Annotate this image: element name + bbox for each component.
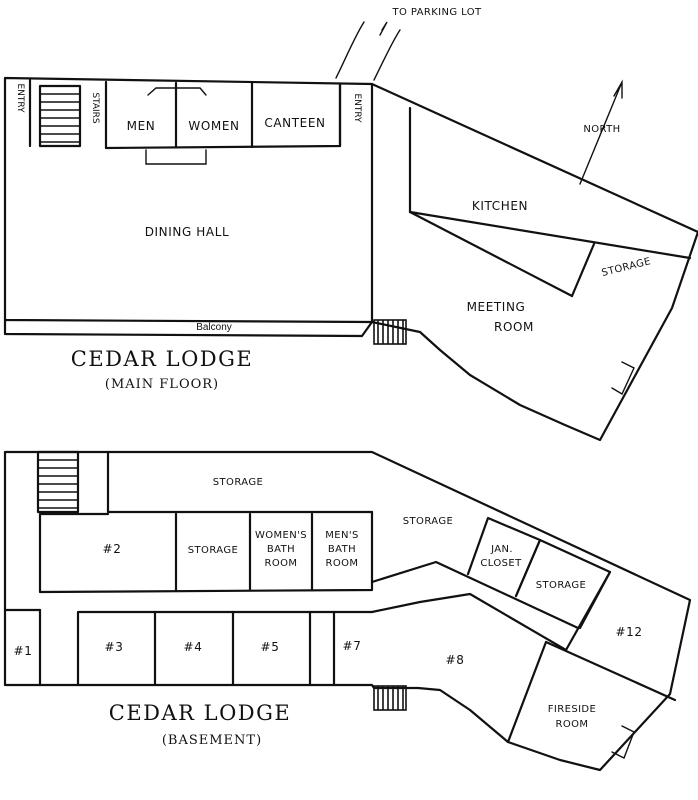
room-12-label: #12 — [615, 625, 642, 639]
storage-mid-label: STORAGE — [188, 545, 238, 556]
womens-bath-label-1: WOMEN'S — [255, 530, 307, 541]
room-3-label: #3 — [105, 640, 124, 654]
storage-label: STORAGE — [601, 256, 653, 279]
room-4-label: #4 — [184, 640, 203, 654]
storage-top-label: STORAGE — [213, 477, 263, 488]
main-steps-hatch — [377, 320, 404, 344]
basement-outline — [3, 450, 692, 772]
storage-small-label: STORAGE — [536, 580, 586, 591]
stairs-block — [38, 84, 82, 148]
fireside-room-label-1: FIRESIDE — [548, 704, 596, 715]
main-floor-subtitle: (MAIN FLOOR) — [105, 377, 219, 392]
restroom-vestibule — [145, 87, 207, 165]
main-steps — [373, 319, 407, 345]
basement-fireplace — [611, 725, 635, 759]
basement-steps-hatch — [377, 686, 404, 710]
mens-bath-label-3: ROOM — [326, 558, 359, 569]
storage-right-label: STORAGE — [403, 516, 453, 527]
basement-stairs — [36, 450, 80, 514]
womens-bath-label-3: ROOM — [265, 558, 298, 569]
stairs-treads — [39, 93, 81, 143]
main-fireplace — [611, 361, 635, 396]
meeting-room-label-2: ROOM — [494, 320, 534, 334]
basement-subtitle: (BASEMENT) — [162, 733, 262, 748]
room-1-label: #1 — [14, 644, 33, 658]
basement-plan — [3, 450, 692, 772]
balcony — [3, 318, 374, 338]
women-room-label: WOMEN — [188, 119, 239, 133]
stairs-label: STAIRS — [90, 92, 100, 124]
corridor-south-wall — [370, 592, 568, 652]
parking-arrow — [379, 21, 388, 36]
jan-closet-label-2: CLOSET — [480, 558, 522, 569]
womens-bath-label-2: BATH — [267, 544, 295, 555]
parking-label: TO PARKING LOT — [391, 7, 482, 18]
room12-wall — [564, 570, 612, 652]
basement-title: CEDAR LODGE — [109, 701, 292, 725]
jan-closet-wall — [466, 516, 542, 598]
room-2-label: #2 — [103, 542, 122, 556]
men-room-label: MEN — [127, 119, 156, 133]
corridor-north-wall — [370, 560, 580, 630]
east-wing-inner-wall — [408, 106, 692, 260]
basement-stairs-treads — [37, 459, 79, 509]
mens-bath-label-2: BATH — [328, 544, 356, 555]
fireside-room-label-2: ROOM — [556, 719, 589, 730]
basement-labels: STORAGE #2 STORAGE WOMEN'S BATH ROOM MEN… — [14, 477, 642, 748]
north-arrow-icon — [579, 79, 623, 185]
mens-bath-label-1: MEN'S — [325, 530, 359, 541]
room-7-label: #7 — [343, 639, 362, 653]
canteen-label: CANTEEN — [264, 116, 325, 130]
upper-row-wall — [38, 510, 374, 594]
main-floor-title: CEDAR LODGE — [71, 347, 254, 371]
dining-hall-label: DINING HALL — [145, 225, 230, 239]
main-floor-labels: ENTRY STAIRS MEN WOMEN CANTEEN ENTRY DIN… — [15, 7, 652, 392]
north-label: NORTH — [583, 124, 620, 135]
entry-left-label: ENTRY — [15, 83, 25, 113]
parking-path-right — [373, 29, 401, 81]
kitchen-meeting-wall — [408, 210, 574, 298]
storage-divider — [570, 242, 596, 298]
parking-path-left — [335, 21, 365, 79]
basement-steps — [373, 685, 407, 711]
lower-row-wall — [3, 608, 374, 687]
room8-fireside-wall — [506, 640, 677, 744]
entry-right-label: ENTRY — [352, 93, 362, 123]
service-block-wall — [104, 80, 342, 150]
storage-top-wall — [106, 450, 374, 514]
kitchen-label: KITCHEN — [472, 199, 528, 213]
balcony-label: Balcony — [196, 322, 232, 333]
meeting-room-label-1: MEETING — [467, 300, 526, 314]
main-floor-plan: Balcony — [3, 21, 698, 442]
room-5-label: #5 — [261, 640, 280, 654]
room-8-label: #8 — [446, 653, 465, 667]
jan-closet-label-1: JAN. — [490, 544, 513, 555]
